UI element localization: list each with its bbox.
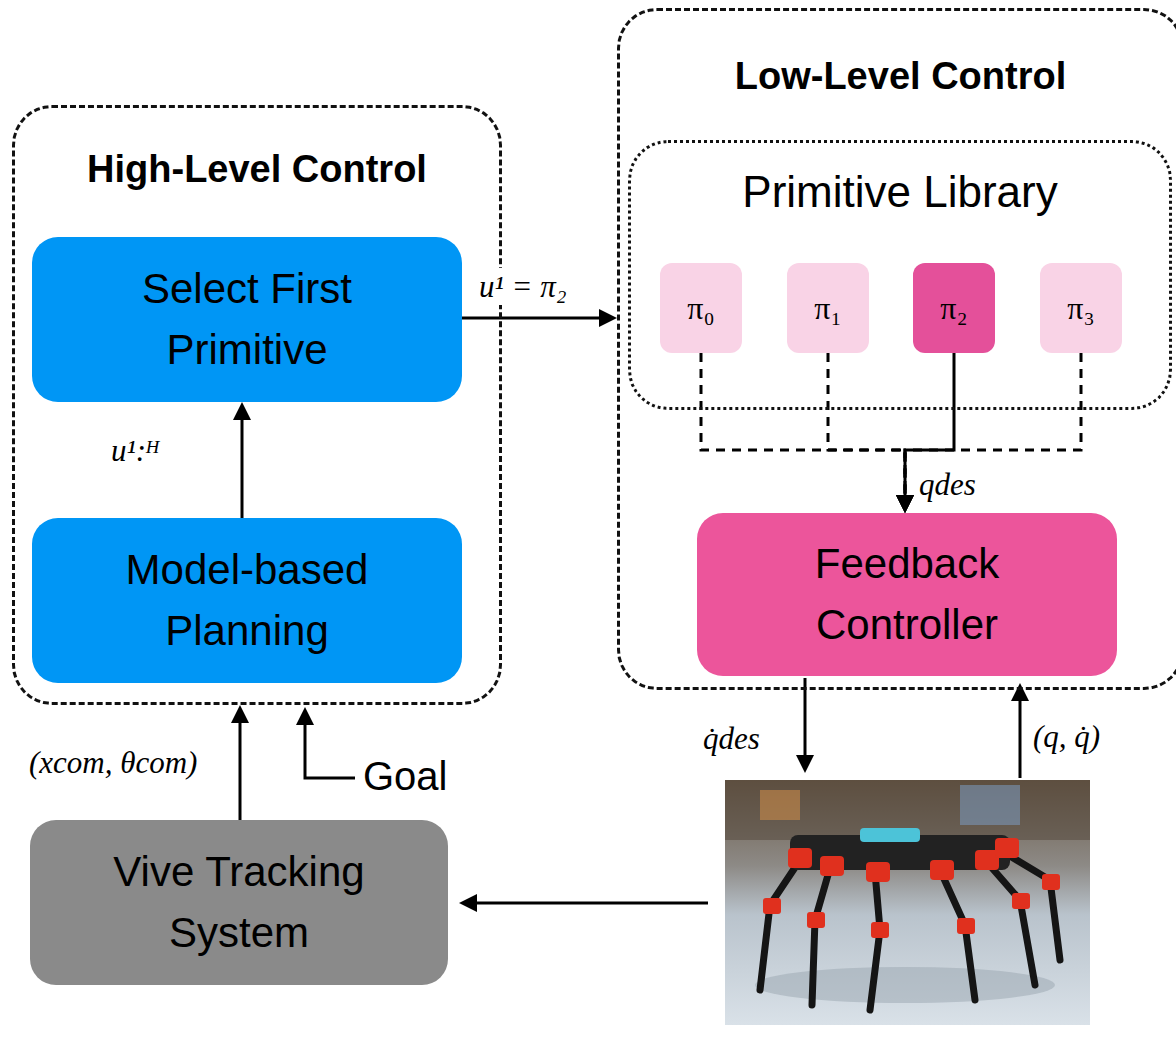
connector (462, 309, 617, 327)
box-text: Model-based Planning (57, 540, 437, 662)
arrowhead (896, 495, 914, 513)
process-box: Select First Primitive (32, 237, 462, 402)
connector-line (462, 317, 601, 320)
group-box: High-Level ControlSelect First Primitive… (12, 105, 502, 705)
controller-box: Feedback Controller (697, 513, 1117, 676)
signal-name: q̇des (700, 720, 763, 757)
arrowhead (231, 705, 249, 723)
box-text: Select First Primitive (57, 259, 437, 381)
group-box: Low-Level ControlPrimitive Library π₀ π₁ π₂… (617, 8, 1176, 690)
connector-line (241, 418, 244, 518)
input-label: Goal (360, 752, 451, 800)
connector (231, 705, 249, 820)
connector (896, 353, 1081, 513)
group-title: High-Level Control (15, 148, 499, 191)
library-box: Primitive Library π₀ π₁ π₂ π₃ (628, 140, 1172, 410)
primitive-name: π₁ (814, 290, 841, 327)
connector-line (701, 353, 905, 497)
tracking-box: Vive Tracking System (30, 820, 448, 985)
arrowhead (233, 402, 251, 420)
arrowhead (896, 495, 914, 513)
robot-photo (725, 780, 1090, 1025)
primitive-box: π₃ (1040, 263, 1122, 353)
edge-label: qdes (916, 466, 979, 503)
primitive-box: π₂ (913, 263, 995, 353)
primitive-name: π₂ (940, 290, 967, 327)
primitive-name: π₀ (687, 290, 714, 327)
connector (828, 353, 914, 513)
connector-line (828, 353, 905, 497)
connector (701, 353, 914, 513)
primitive-name: π₃ (1067, 290, 1094, 327)
primitive-box: π₀ (660, 263, 742, 353)
arrowhead (599, 309, 617, 327)
edge-label: u¹:ᴴ (108, 432, 160, 469)
box-text: Feedback Controller (722, 534, 1092, 656)
group-title: Primitive Library (631, 167, 1169, 217)
primitive-box: π₁ (787, 263, 869, 353)
arrowhead (896, 495, 914, 513)
process-box: Model-based Planning (32, 518, 462, 683)
edge-label: u¹ = π₂ (476, 268, 570, 305)
signal-name: (q, q̇) (1030, 718, 1103, 755)
box-text: Vive Tracking System (55, 842, 423, 964)
connector-line (239, 721, 242, 820)
edge-label: (xcom, θcom) (26, 744, 200, 781)
connector (233, 402, 251, 518)
group-title: Low-Level Control (620, 55, 1176, 98)
arrowhead (896, 495, 914, 513)
